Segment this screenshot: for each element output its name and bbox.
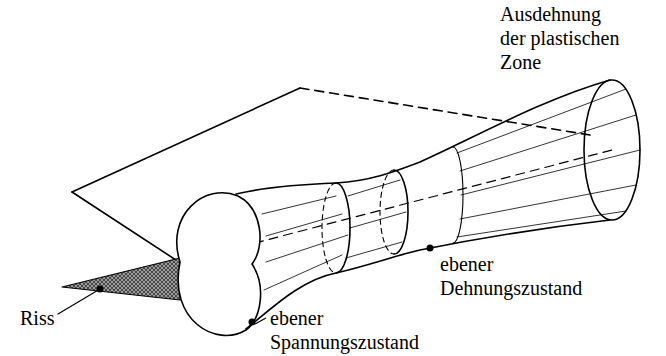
leader-dot [97, 286, 104, 293]
surface-line [264, 255, 342, 290]
surface-line [457, 89, 626, 153]
surface-line [262, 196, 336, 214]
state-label: ebener Spannungszustand [270, 306, 430, 354]
crack-surface [62, 258, 180, 300]
plane-edge [72, 88, 300, 192]
plastic-zone-back [584, 80, 640, 220]
leader-line [255, 318, 266, 324]
crack-label: Riss [20, 306, 80, 330]
surface-line [266, 214, 342, 236]
surface-line [460, 115, 636, 171]
state-label: ebener Dehnungszustand [440, 252, 600, 300]
surface-line [348, 180, 400, 196]
zone-label: Ausdehnung der plastischen Zone [500, 2, 626, 74]
leader-dot [249, 319, 256, 326]
surface-line [461, 150, 640, 195]
surface-line [346, 242, 402, 258]
leader-dot [427, 245, 434, 252]
plastic-zone-front [177, 193, 261, 336]
leader-line [58, 289, 100, 314]
cross-section [336, 183, 350, 273]
plane-edge-hidden [300, 88, 590, 135]
plastic-zone-outline [236, 80, 610, 194]
plane-edge [72, 192, 179, 262]
surface-line [350, 212, 406, 228]
